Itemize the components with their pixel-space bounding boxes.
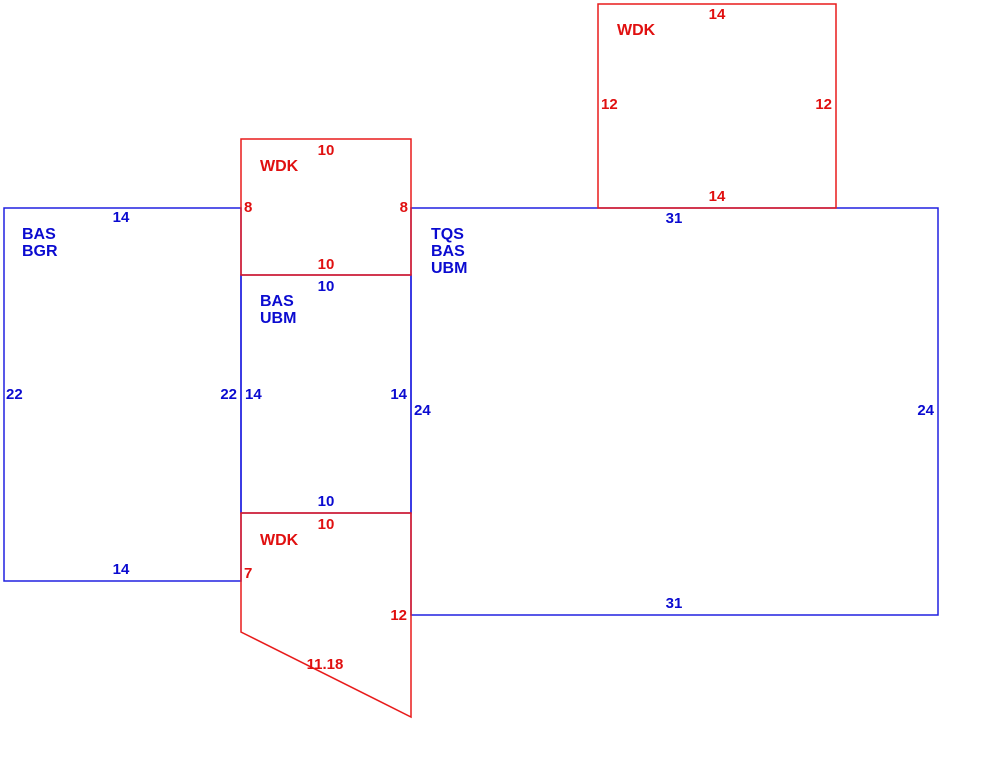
area-code: BAS: [260, 293, 294, 310]
dimension-label: 10: [318, 256, 335, 273]
dimension-label: 7: [244, 565, 252, 582]
dimension-label: 8: [244, 199, 252, 216]
area-bas-bgr-outline: [3, 207, 242, 582]
area-wdk-mid: WDK 10 10 8 8: [240, 138, 412, 276]
area-code: TQS: [431, 226, 464, 243]
area-code: BAS: [22, 226, 56, 243]
dimension-label: 14: [390, 386, 407, 403]
dimension-label: 14: [113, 561, 130, 578]
dimension-label: 8: [400, 199, 408, 216]
area-wdk-mid-outline: [240, 138, 412, 276]
dimension-label: 11.18: [307, 656, 344, 673]
area-code: UBM: [260, 310, 296, 327]
dimension-label: 24: [917, 402, 934, 419]
dimension-label: 14: [709, 6, 726, 23]
area-bas-ubm: BAS UBM 10 10 14 14: [240, 274, 412, 514]
area-wdk-bottom-outline: [240, 512, 412, 719]
dimension-label: 22: [220, 386, 237, 403]
dimension-label: 14: [709, 188, 726, 205]
dimension-label: 12: [390, 607, 407, 624]
area-wdk-top-outline: [597, 3, 837, 209]
area-tqs-bas-ubm-outline: [410, 207, 939, 616]
dimension-label: 10: [318, 516, 335, 533]
area-code: BGR: [22, 243, 58, 260]
area-tqs-bas-ubm: TQS BAS UBM 31 31 24 24: [410, 207, 939, 616]
area-wdk-bottom: WDK 10 7 12 11.18: [240, 512, 412, 719]
area-code: WDK: [260, 532, 299, 549]
dimension-label: 10: [318, 278, 335, 295]
dimension-label: 14: [245, 386, 262, 403]
dimension-label: 12: [815, 96, 832, 113]
area-code: WDK: [260, 158, 299, 175]
area-bas-bgr: BAS BGR 14 14 22 22: [3, 207, 242, 582]
area-wdk-top: WDK 14 14 12 12: [597, 3, 837, 209]
dimension-label: 22: [6, 386, 23, 403]
dimension-label: 31: [666, 595, 683, 612]
dimension-label: 10: [318, 142, 335, 159]
area-code: BAS: [431, 243, 465, 260]
area-code: UBM: [431, 260, 467, 277]
dimension-label: 14: [113, 209, 130, 226]
dimension-label: 31: [666, 210, 683, 227]
dimension-label: 24: [414, 402, 431, 419]
area-code: WDK: [617, 22, 656, 39]
dimension-label: 10: [318, 493, 335, 510]
dimension-label: 12: [601, 96, 618, 113]
